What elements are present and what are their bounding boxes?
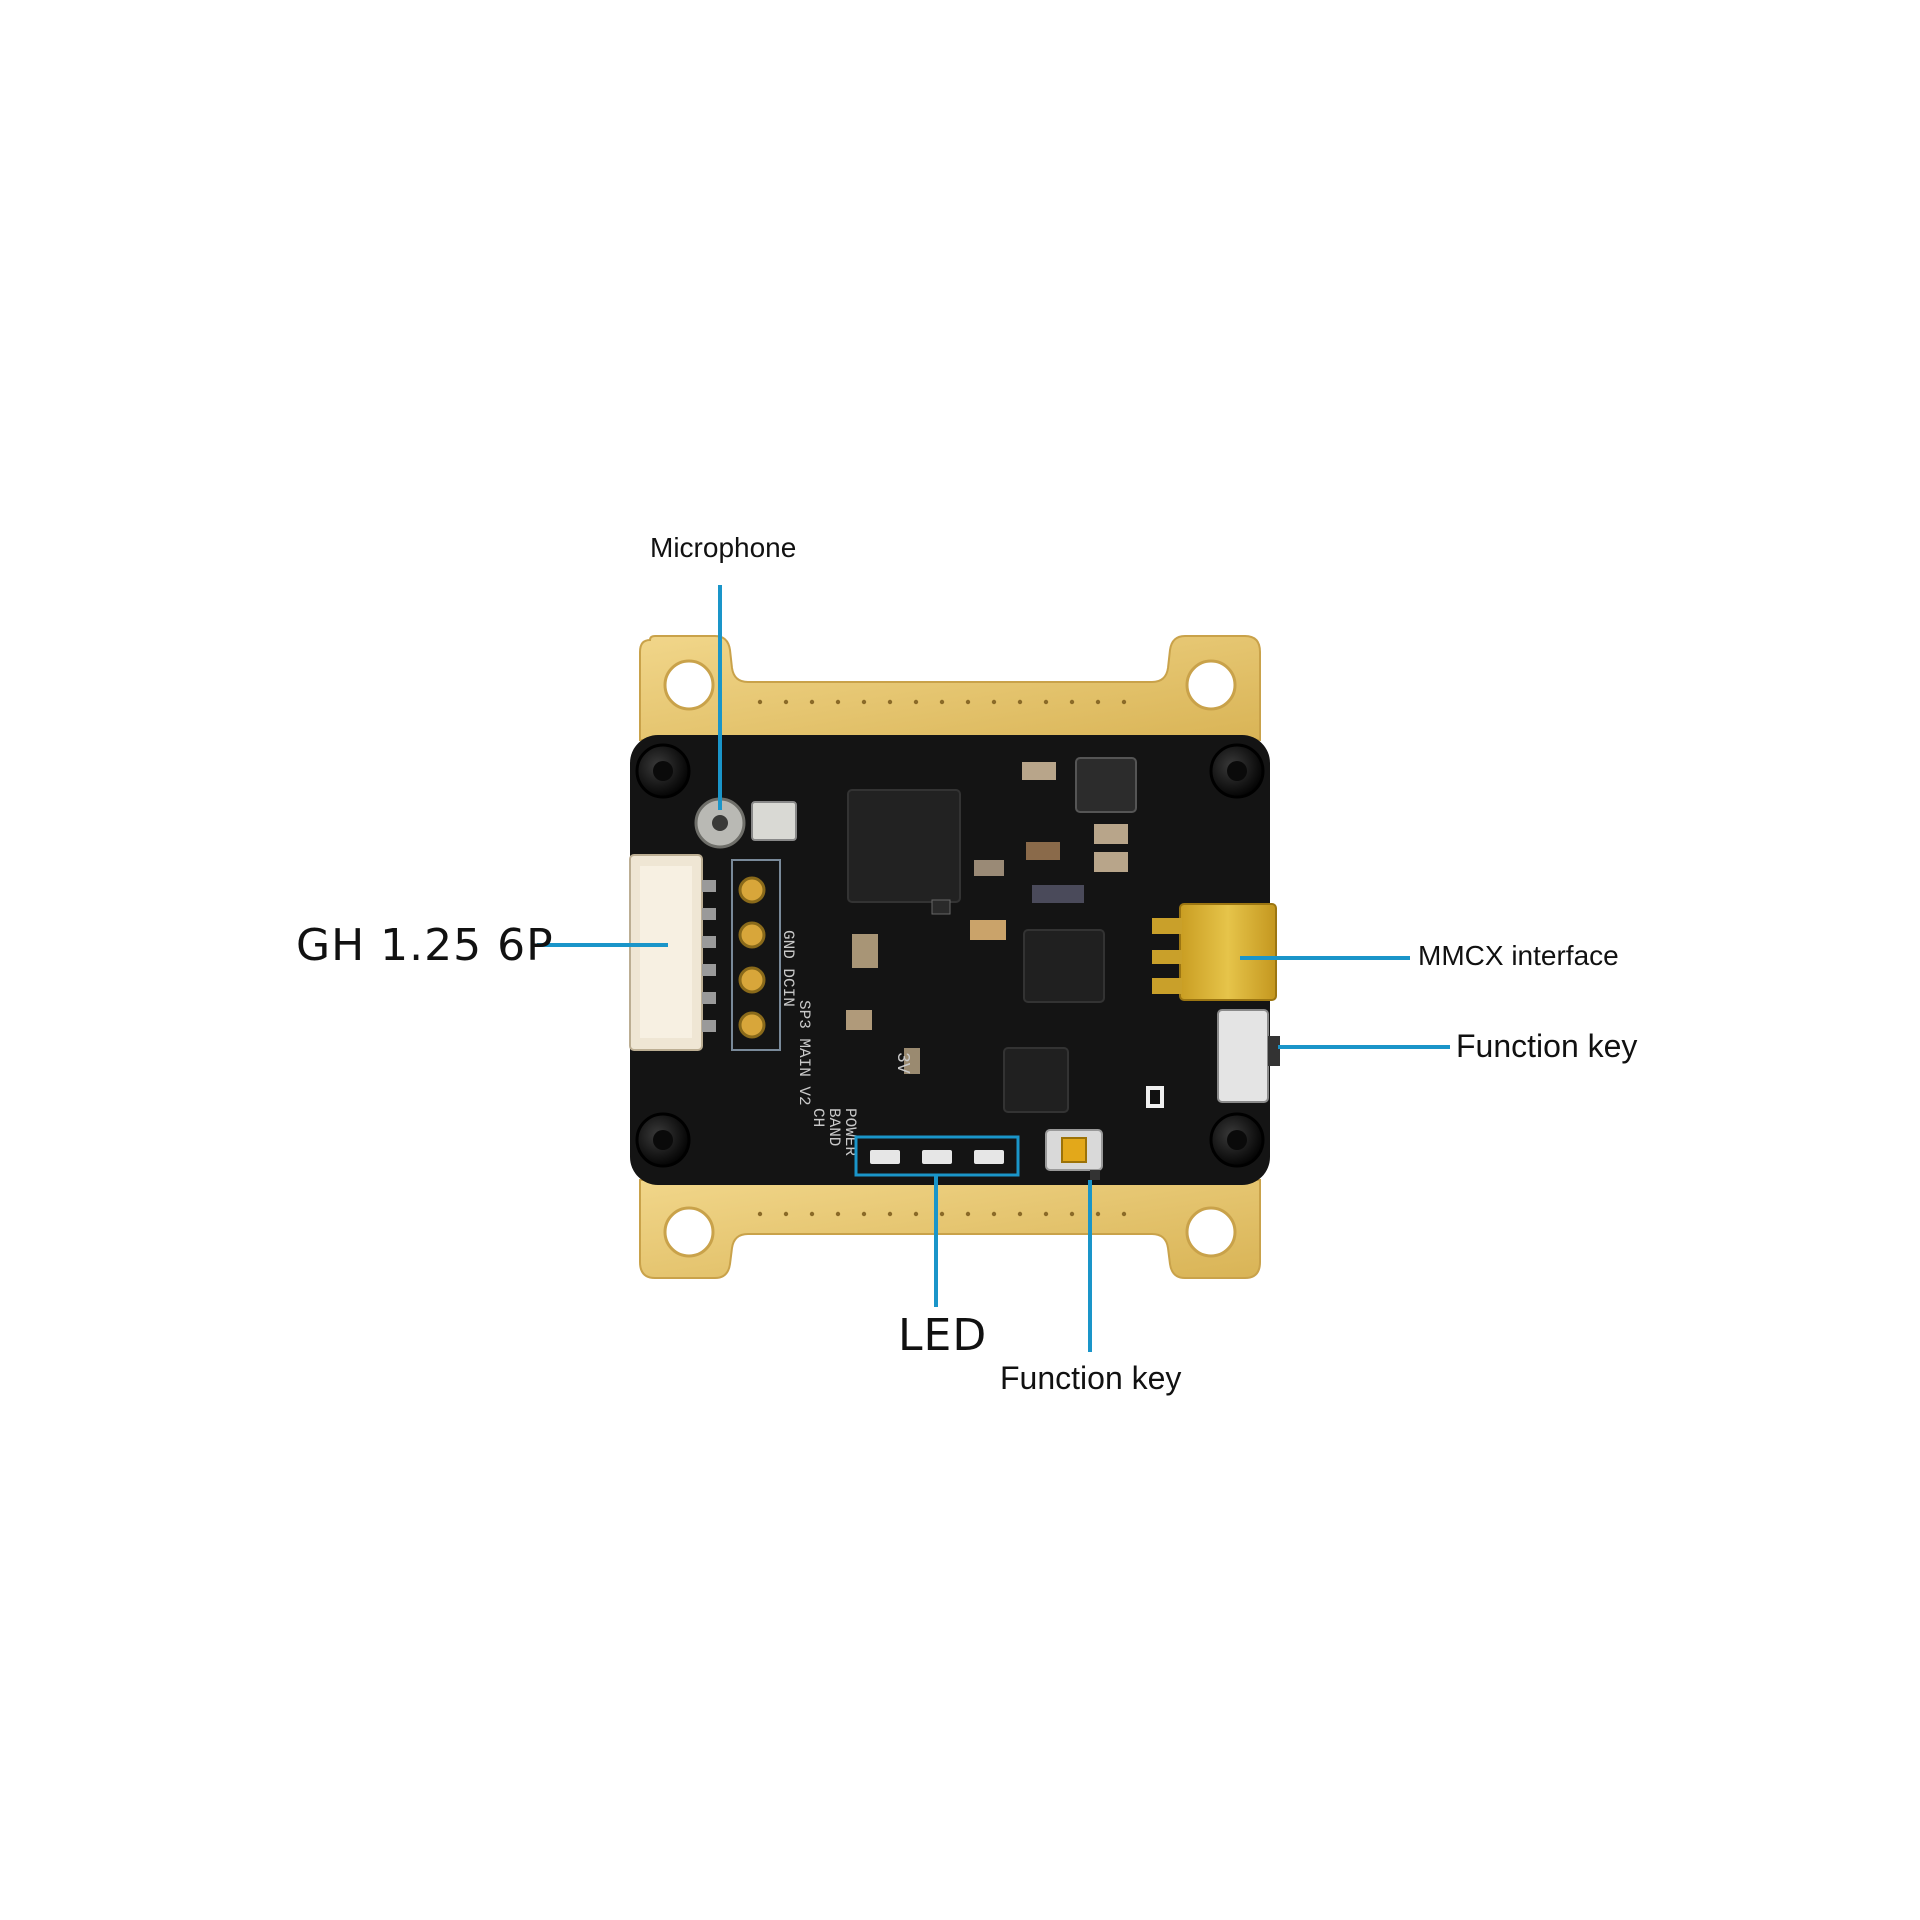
- rail-via: [1095, 1211, 1101, 1217]
- rail-via: [1043, 1211, 1049, 1217]
- gh-connector-label: GH 1.25 6P: [296, 920, 554, 971]
- rail-via: [835, 699, 841, 705]
- rail-via: [939, 699, 945, 705]
- mmcx-label: MMCX interface: [1418, 940, 1619, 971]
- function-key-bottom-label: Function key: [1000, 1360, 1182, 1396]
- rail-via: [991, 1211, 997, 1217]
- rail-via: [783, 699, 789, 705]
- rail-via: [939, 1211, 945, 1217]
- vtx-silkscreen: 3V: [892, 1052, 912, 1074]
- rail-via: [1121, 1211, 1127, 1217]
- rail-via: [861, 699, 867, 705]
- pads-silkscreen: GND DCIN: [779, 930, 797, 1007]
- corner-screws: [635, 743, 1265, 1168]
- side-function-key: [1217, 1009, 1280, 1103]
- rail-via: [965, 699, 971, 705]
- function-key-side-label: Function key: [1456, 1028, 1638, 1064]
- led-label-band: BAND: [825, 1108, 843, 1146]
- inductor: [1075, 757, 1137, 813]
- gh-connector: [629, 854, 716, 1051]
- rail-via: [783, 1211, 789, 1217]
- rail-via: [861, 1211, 867, 1217]
- solder-pads: [738, 876, 766, 1039]
- mount-holes: [663, 659, 1237, 1258]
- rail-via: [1069, 1211, 1075, 1217]
- microphone-label: Microphone: [650, 532, 797, 563]
- ic: [1003, 1047, 1069, 1113]
- main-ic: [847, 789, 961, 903]
- rail-via: [757, 699, 763, 705]
- callout-lines: [537, 585, 1450, 1352]
- mount-hole: [1185, 1206, 1237, 1258]
- rail-via: [913, 1211, 919, 1217]
- microphone-component: [694, 797, 746, 849]
- bottom-function-key: [1045, 1129, 1103, 1180]
- rail-via: [887, 699, 893, 705]
- rail-via: [991, 699, 997, 705]
- rail-vias: [757, 699, 1127, 1217]
- pa-ic: [1023, 929, 1105, 1003]
- rail-via: [757, 1211, 763, 1217]
- led-label: LED: [898, 1310, 988, 1361]
- rail-via: [1017, 1211, 1023, 1217]
- rail-via: [965, 1211, 971, 1217]
- mount-hole: [663, 1206, 715, 1258]
- board-rev-silkscreen: SP3 MAIN V2: [795, 1000, 813, 1106]
- rail-via: [887, 1211, 893, 1217]
- mount-hole: [1185, 659, 1237, 711]
- rail-via: [1043, 699, 1049, 705]
- rail-via: [835, 1211, 841, 1217]
- rail-via: [1121, 699, 1127, 705]
- rail-via: [1069, 699, 1075, 705]
- mount-hole: [663, 659, 715, 711]
- rail-via: [1017, 699, 1023, 705]
- rail-via: [809, 699, 815, 705]
- rail-via: [809, 1211, 815, 1217]
- mmcx-connector: [1152, 903, 1277, 1001]
- led-label-ch: CH: [809, 1108, 827, 1127]
- rail-via: [1095, 699, 1101, 705]
- rail-via: [913, 699, 919, 705]
- pcb-body: [630, 735, 1270, 1185]
- smd-components: [846, 762, 1164, 1108]
- pad-box: [731, 859, 781, 1051]
- crystal: [751, 801, 797, 841]
